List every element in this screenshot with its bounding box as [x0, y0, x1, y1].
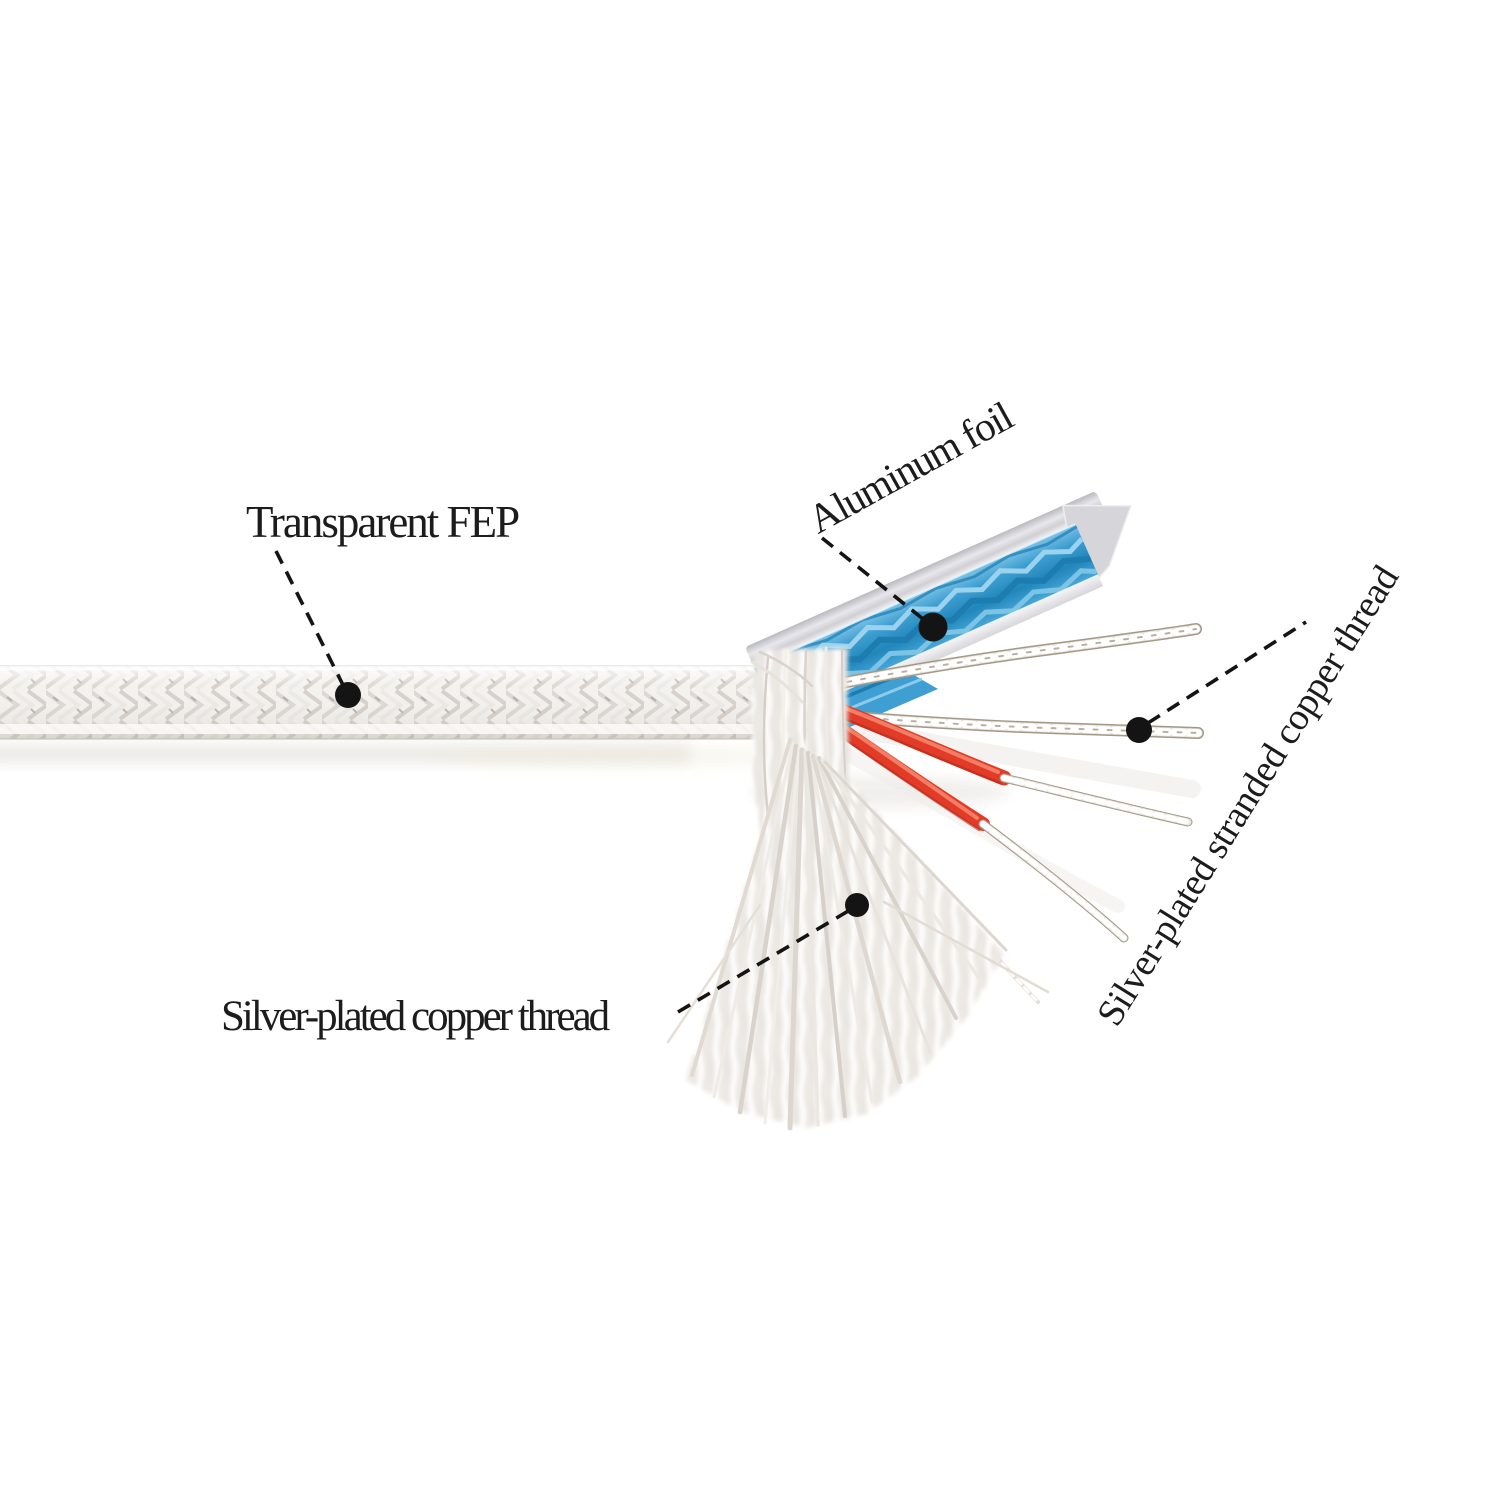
- leader-line: [274, 550, 350, 696]
- leader-line: [820, 536, 935, 629]
- leader-line: [677, 905, 856, 1014]
- cable-jacket-braid: [0, 665, 783, 740]
- callout-dot: [845, 893, 869, 917]
- callout-transparent-fep: [274, 550, 361, 708]
- leader-line: [1147, 620, 1307, 725]
- callout-stranded-copper: [1126, 620, 1307, 743]
- callout-dot: [335, 682, 361, 708]
- label-transparent-fep: Transparent FEP: [246, 497, 520, 547]
- label-copper-thread: Silver-plated copper thread: [221, 993, 610, 1040]
- stranded-wire-upper: [800, 623, 1202, 696]
- red-wire-1-conductor-tip: [999, 773, 1193, 827]
- callout-copper-thread: [677, 893, 869, 1014]
- callout-dot: [1126, 717, 1152, 743]
- callout-dot: [918, 612, 948, 642]
- shield-thread-fan: [666, 732, 1050, 1131]
- red-wire-2-conductor-tip: [978, 819, 1129, 943]
- callout-aluminum-foil: [820, 536, 948, 642]
